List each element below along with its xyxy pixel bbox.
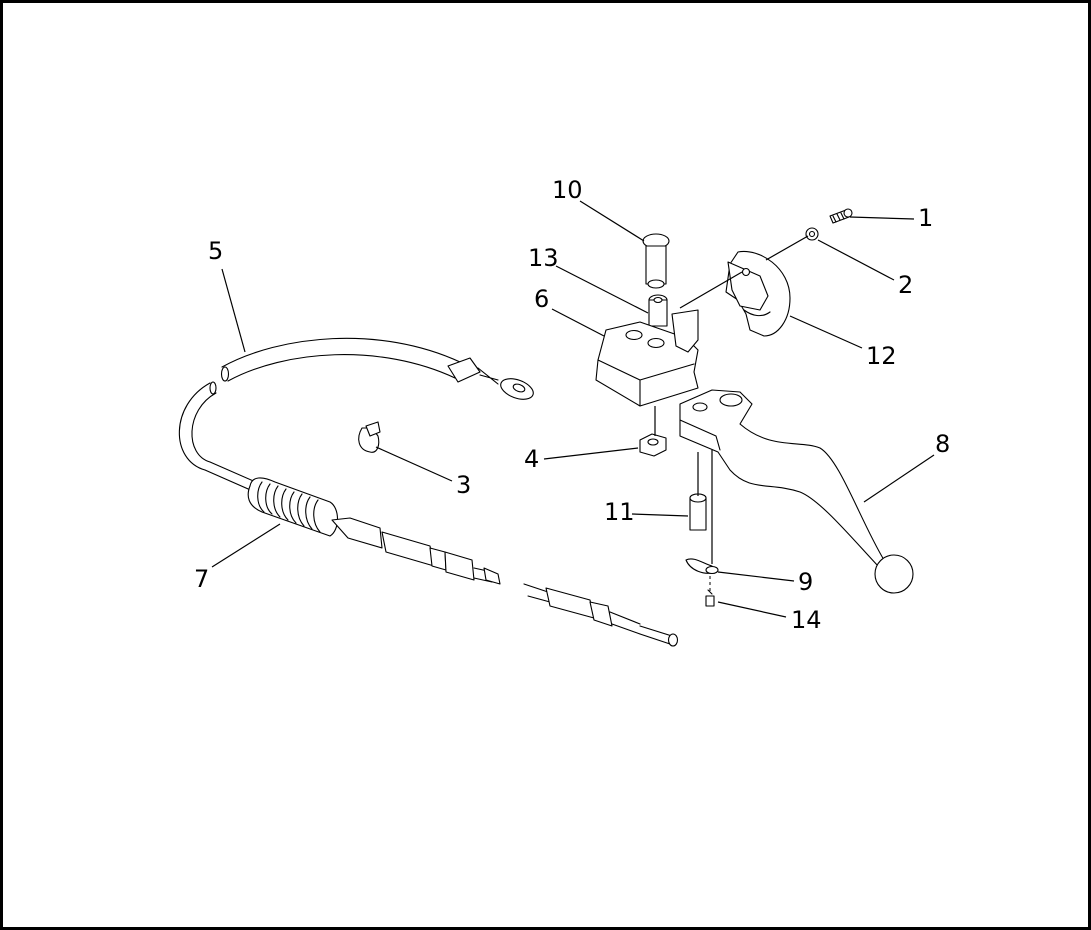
part-11-roller — [689, 493, 707, 531]
part-5-cable-eyelet — [220, 337, 534, 400]
part-14-set-screw — [705, 589, 715, 607]
callout-14: 14 — [791, 606, 822, 634]
part-13-bushing — [648, 294, 668, 327]
callout-9: 9 — [798, 568, 813, 596]
callout-12: 12 — [866, 342, 897, 370]
callout-4: 4 — [524, 445, 539, 473]
assembly-lines — [654, 235, 809, 594]
callout-7: 7 — [194, 565, 209, 593]
part-1-screw — [829, 208, 853, 224]
part-10-pivot-pin — [642, 233, 670, 289]
part-8-lever — [679, 389, 914, 594]
callout-3: 3 — [456, 471, 471, 499]
part-2-washer — [805, 227, 819, 241]
part-6-bracket — [595, 309, 699, 407]
callout-13: 13 — [528, 244, 559, 272]
callout-11: 11 — [604, 498, 635, 526]
callout-labels: 1 2 3 4 5 6 7 8 9 10 11 12 13 14 — [194, 176, 950, 634]
callout-2: 2 — [898, 271, 913, 299]
leader-lines — [211, 200, 935, 618]
part-7-cable-assembly — [178, 381, 679, 647]
callout-8: 8 — [935, 430, 950, 458]
part-4-nut — [639, 433, 667, 457]
part-3-cable-clip — [358, 421, 381, 453]
part-12-clamp — [725, 250, 791, 337]
callout-6: 6 — [534, 285, 549, 313]
part-9-spring-clip — [685, 558, 719, 575]
callout-1: 1 — [918, 204, 933, 232]
callout-10: 10 — [552, 176, 583, 204]
callout-5: 5 — [208, 237, 223, 265]
